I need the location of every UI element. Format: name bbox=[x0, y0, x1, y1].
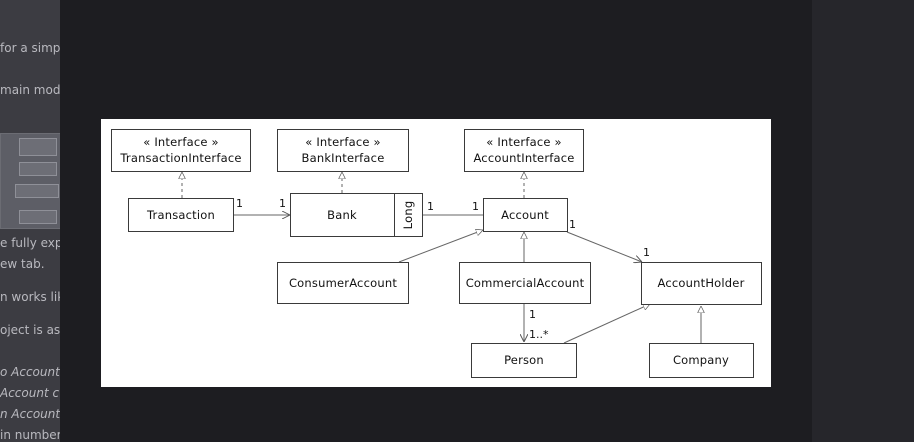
multiplicity-label: 1..* bbox=[529, 328, 549, 341]
class-transaction: Transaction bbox=[129, 199, 234, 232]
stereotype-label: « Interface » bbox=[305, 135, 380, 149]
background-right-panel bbox=[812, 0, 914, 442]
background-text-line: ew tab. bbox=[0, 257, 60, 271]
multiplicity-label: 1 bbox=[279, 197, 286, 210]
background-text-line: Account c bbox=[0, 386, 60, 400]
class-name: AccountHolder bbox=[657, 276, 744, 290]
background-text-line: oject is asso bbox=[0, 323, 60, 337]
multiplicity-label: 1 bbox=[529, 308, 536, 321]
class-account-interface: « Interface » AccountInterface bbox=[465, 130, 584, 172]
class-name: Bank bbox=[327, 208, 357, 222]
class-name: BankInterface bbox=[302, 151, 385, 165]
class-name: Account bbox=[501, 208, 549, 222]
background-text-line: e fully exp bbox=[0, 236, 60, 250]
class-name: CommercialAccount bbox=[466, 276, 585, 290]
class-name: Transaction bbox=[146, 208, 215, 222]
class-bank: Bank Long bbox=[291, 194, 423, 237]
association-account-holder bbox=[567, 232, 642, 262]
class-account-holder: AccountHolder bbox=[642, 263, 762, 305]
class-company: Company bbox=[650, 344, 754, 378]
background-text-line: for a simp bbox=[0, 41, 60, 55]
background-text-line: o Account bbox=[0, 365, 60, 379]
class-commercial-account: CommercialAccount bbox=[460, 263, 591, 304]
class-name: AccountInterface bbox=[473, 151, 574, 165]
multiplicity-label: 1 bbox=[472, 200, 479, 213]
multiplicity-label: 1 bbox=[236, 197, 243, 210]
background-text-line: in number bbox=[0, 428, 60, 442]
class-name: TransactionInterface bbox=[119, 151, 241, 165]
multiplicity-label: 1 bbox=[427, 200, 434, 213]
class-account: Account bbox=[484, 199, 568, 232]
background-diagram-thumbnail bbox=[0, 133, 60, 229]
background-text-line: n AccountH bbox=[0, 407, 60, 421]
class-name: Person bbox=[504, 353, 544, 367]
stereotype-label: « Interface » bbox=[486, 135, 561, 149]
background-text-line: n works like bbox=[0, 290, 60, 304]
class-consumer-account: ConsumerAccount bbox=[278, 263, 409, 304]
diagram-lightbox[interactable]: 1 1 1 1 1 1 1 1..* « Interface » Transac… bbox=[101, 119, 771, 387]
multiplicity-label: 1 bbox=[569, 218, 576, 231]
class-name: Company bbox=[673, 353, 729, 367]
class-bank-interface: « Interface » BankInterface bbox=[278, 130, 409, 172]
class-transaction-interface: « Interface » TransactionInterface bbox=[112, 130, 251, 172]
generalization-person bbox=[564, 304, 650, 343]
multiplicity-label: 1 bbox=[643, 246, 650, 259]
class-person: Person bbox=[472, 344, 577, 378]
qualifier-label: Long bbox=[401, 201, 415, 230]
class-name: ConsumerAccount bbox=[289, 276, 397, 290]
uml-class-diagram: 1 1 1 1 1 1 1 1..* « Interface » Transac… bbox=[101, 119, 771, 387]
stereotype-label: « Interface » bbox=[143, 135, 218, 149]
